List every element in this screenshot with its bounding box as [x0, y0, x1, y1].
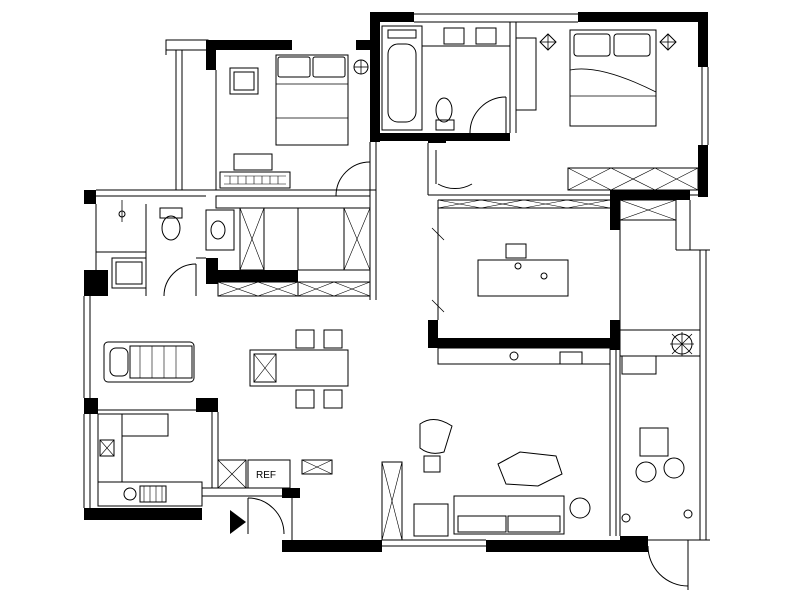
lamp-icon [659, 33, 677, 51]
master-bathroom [381, 22, 517, 134]
dining [249, 329, 611, 409]
closets [215, 195, 371, 297]
outer-outline [83, 13, 710, 590]
walls [84, 12, 708, 552]
lamp-icon [539, 33, 557, 51]
keyboard [224, 175, 286, 185]
treadmill [103, 341, 195, 383]
master-bedroom [435, 29, 699, 191]
balcony [619, 329, 701, 587]
second-bedroom [219, 54, 371, 197]
plant-icon [670, 332, 694, 356]
fridge-label: REF [256, 470, 276, 481]
lamp-icon [353, 59, 369, 75]
left-bathroom [96, 200, 235, 297]
kitchen: REF [97, 413, 403, 541]
entry-arrow-icon [230, 510, 246, 534]
study-room [431, 199, 677, 313]
living-room [413, 419, 591, 537]
